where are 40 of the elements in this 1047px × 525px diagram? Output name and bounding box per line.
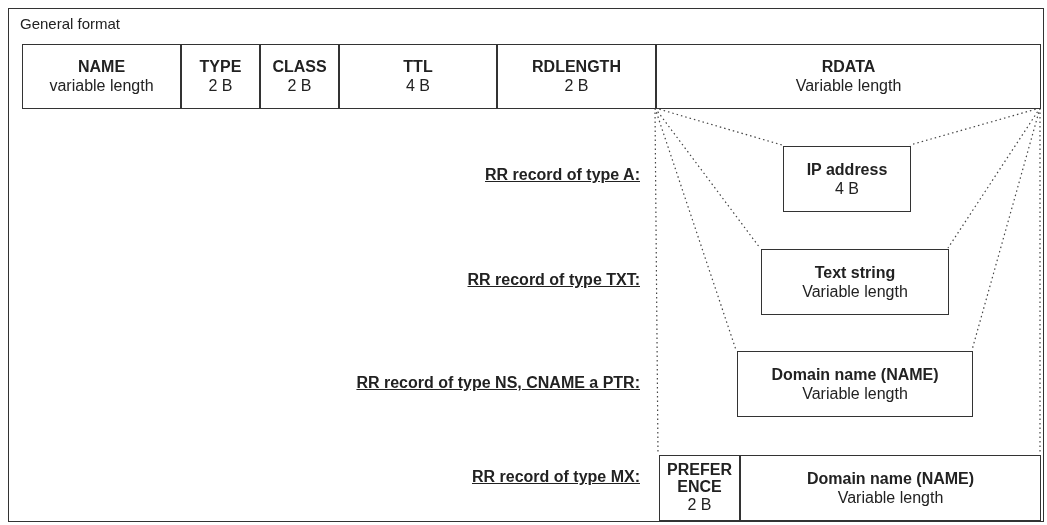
projection-line [1039,107,1041,455]
field-size: 2 B [208,76,233,96]
field-box [22,44,181,109]
field-name: Domain name (NAME) [806,468,975,488]
field-size: 2 B [564,76,589,96]
frame-title: General format [20,15,121,32]
field-name: CLASS [272,57,327,76]
field-name: TTL [403,57,433,76]
field-size: 4 B [835,178,859,199]
record-type-label: RR record of type TXT: [467,271,640,289]
field-size: Variable length [802,281,908,302]
field-box [761,249,949,315]
field-size: 2 B [287,76,312,96]
field-name: TYPE [199,57,242,76]
field-size: variable length [49,76,154,96]
field-size: Variable length [795,76,902,96]
field-size: 4 B [406,76,430,96]
field-size: Variable length [802,383,908,404]
field-box [659,455,740,521]
field-name: RDATA [821,57,876,76]
field-name: IP address [806,159,888,179]
field-box [783,146,911,212]
field-name: RDLENGTH [532,57,621,76]
record-type-label: RR record of type NS, CNAME a PTR: [356,374,640,392]
record-type-label: RR record of type MX: [472,468,640,486]
field-box [656,44,1041,109]
field-box [497,44,656,109]
field-box [737,351,973,417]
field-box [339,44,497,109]
field-name: Domain name (NAME) [771,364,939,384]
field-box [740,455,1041,521]
field-size: 2 B [687,495,712,515]
field-name: NAME [77,57,126,76]
field-name: PREFERENCE [666,461,733,495]
field-name: Text string [814,262,896,282]
field-size: Variable length [837,487,944,508]
format-frame [8,8,1044,522]
field-box [181,44,260,109]
record-type-label: RR record of type A: [485,166,640,184]
field-box [260,44,339,109]
